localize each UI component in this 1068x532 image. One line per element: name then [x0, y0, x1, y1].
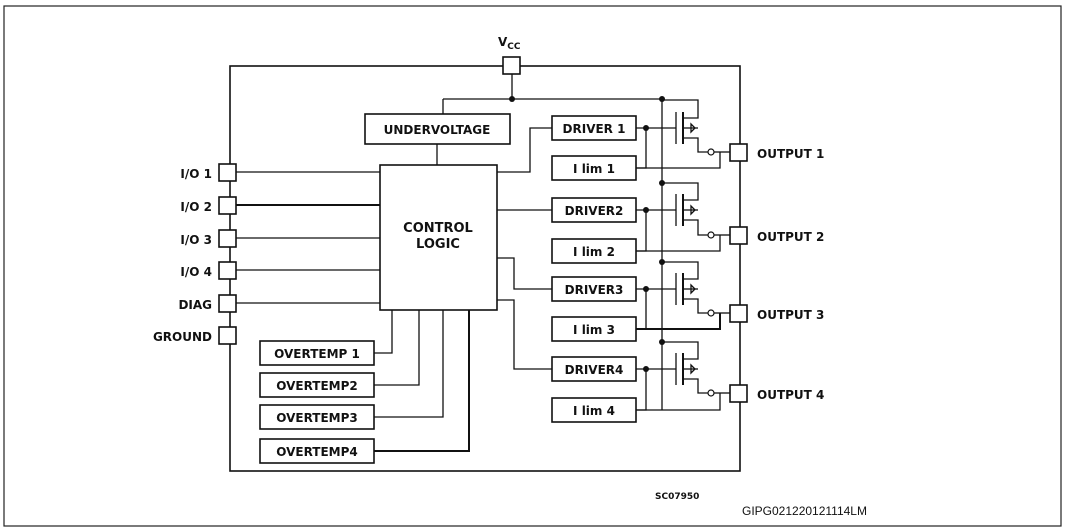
driver1-box — [551, 115, 637, 141]
channel3-mosfet — [636, 251, 730, 330]
ilim2-box — [551, 238, 637, 264]
io2-pin — [218, 196, 237, 215]
ilim2-feedback — [636, 235, 721, 252]
vcc-label: VCC — [498, 35, 521, 52]
io4-pin — [218, 261, 237, 280]
ground-label: GROUND — [153, 330, 212, 344]
overtemp4-box — [259, 438, 375, 464]
junction-dot — [659, 339, 665, 345]
diag-label: DIAG — [178, 298, 212, 312]
output1-label: OUTPUT 1 — [757, 147, 824, 161]
io1-pin — [218, 163, 237, 182]
overtemp4-wire — [374, 310, 470, 452]
junction-dot — [659, 180, 665, 186]
channel2-mosfet — [636, 168, 730, 252]
undervoltage-label: UNDERVOLTAGE — [384, 123, 491, 137]
output4-label: OUTPUT 4 — [757, 388, 824, 402]
ilim4-feedback — [636, 393, 721, 411]
ctl-driver3-wire — [497, 257, 552, 290]
vcc-pin — [502, 56, 521, 75]
output3-pin — [729, 304, 748, 323]
overtemp2-box — [259, 372, 375, 398]
control-logic-line1: CONTROL — [403, 221, 473, 236]
output3-label: OUTPUT 3 — [757, 308, 824, 322]
diag-pin — [218, 294, 237, 313]
control-logic-line2: LOGIC — [416, 237, 460, 252]
io1-label: I/O 1 — [180, 167, 212, 181]
junction-dot — [659, 96, 665, 102]
output2-pin — [729, 226, 748, 245]
driver4-label: DRIVER4 — [565, 363, 624, 377]
driver2-box — [551, 197, 637, 223]
overtemp1-box — [259, 340, 375, 366]
io2-label: I/O 2 — [180, 200, 212, 214]
ilim3-label: I lim 3 — [573, 323, 615, 337]
overtemp1-wire — [374, 310, 393, 354]
overtemp2-wire — [374, 310, 420, 386]
overtemp3-wire — [374, 310, 444, 418]
channel4-mosfet — [636, 329, 730, 411]
io3-pin — [218, 229, 237, 248]
vcc-bus — [442, 98, 662, 114]
overtemp3-box — [259, 404, 375, 430]
ground-pin — [218, 326, 237, 345]
driver1-label: DRIVER 1 — [563, 122, 626, 136]
outer-frame — [3, 5, 1062, 527]
output4-pin — [729, 384, 748, 403]
figure-code: SC07950 — [655, 492, 699, 502]
ilim2-label: I lim 2 — [573, 245, 615, 259]
output1-pin — [729, 143, 748, 162]
driver3-box — [551, 276, 637, 302]
io3-label: I/O 3 — [180, 233, 212, 247]
undervoltage-box — [364, 113, 511, 145]
overtemp3-label: OVERTEMP3 — [276, 411, 358, 425]
overtemp2-label: OVERTEMP2 — [276, 379, 358, 393]
output2-label: OUTPUT 2 — [757, 230, 824, 244]
doc-code: GIPG021220121114LM — [742, 504, 867, 518]
ilim1-label: I lim 1 — [573, 162, 615, 176]
channel1-mosfet — [636, 99, 730, 169]
ilim3-feedback — [636, 313, 721, 330]
ctl-driver4-wire — [497, 299, 552, 370]
ilim4-box — [551, 397, 637, 423]
overtemp1-label: OVERTEMP 1 — [274, 347, 360, 361]
io4-label: I/O 4 — [180, 265, 212, 279]
driver2-label: DRIVER2 — [565, 204, 624, 218]
ilim1-feedback — [636, 152, 721, 169]
junction-dot — [659, 259, 665, 265]
overtemp4-label: OVERTEMP4 — [276, 445, 358, 459]
driver4-box — [551, 356, 637, 382]
driver3-label: DRIVER3 — [565, 283, 624, 297]
ctl-driver1-wire — [497, 127, 552, 173]
ilim4-label: I lim 4 — [573, 404, 615, 418]
